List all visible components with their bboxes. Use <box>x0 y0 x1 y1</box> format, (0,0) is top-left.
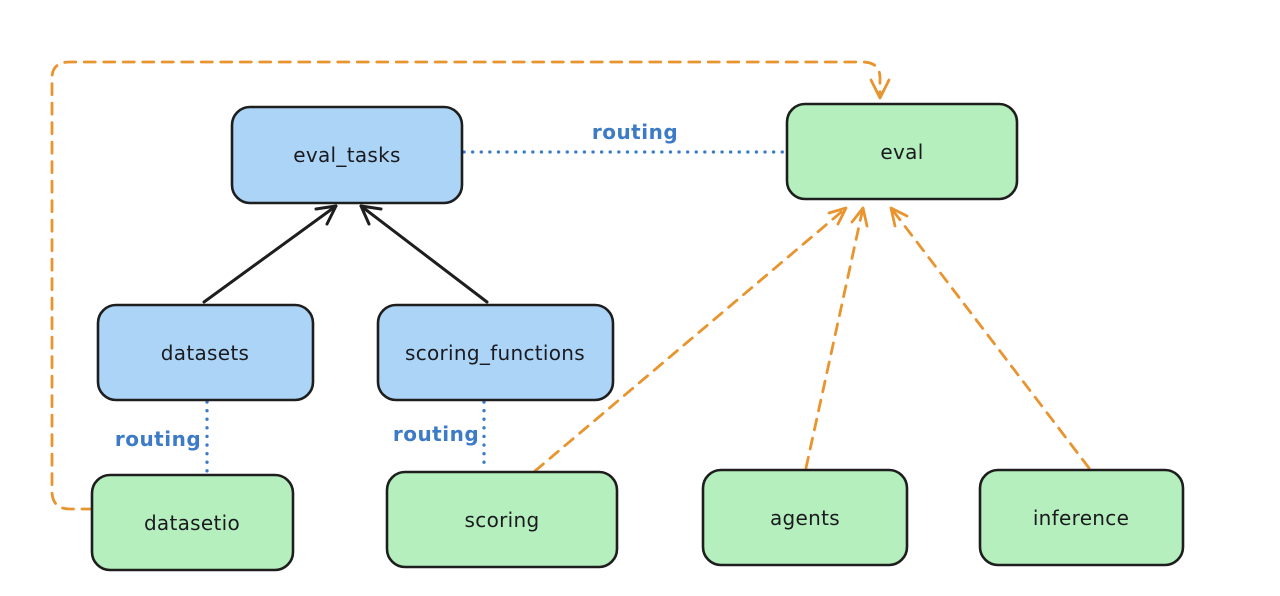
node-eval-tasks: eval_tasks <box>230 105 464 205</box>
arrowhead-scoring-functions-to-eval-tasks <box>359 204 383 226</box>
node-datasetio-label: datasetio <box>144 511 240 535</box>
edge-inference-to-eval <box>889 206 1091 470</box>
node-scoring-functions-label: scoring_functions <box>405 341 585 365</box>
arrowhead-inference-to-eval <box>889 206 909 228</box>
node-datasets-shape <box>96 303 315 402</box>
node-eval-label: eval <box>880 140 923 164</box>
node-scoring-functions: scoring_functions <box>376 303 615 402</box>
routing-label-datasets-datasetio: routing <box>115 427 201 451</box>
node-agents-shape <box>701 468 909 567</box>
node-eval-tasks-label: eval_tasks <box>293 143 400 167</box>
edge-scoring-to-eval <box>533 206 848 473</box>
node-scoring: scoring <box>385 470 619 569</box>
node-agents: agents <box>701 468 909 567</box>
routing-label-scoring-functions-scoring: routing <box>393 422 479 446</box>
edge-datasets-to-eval-tasks <box>202 204 338 304</box>
routing-label-eval-tasks-eval: routing <box>592 120 678 144</box>
node-datasets-label: datasets <box>161 341 249 365</box>
node-agents-label: agents <box>770 506 840 530</box>
node-datasetio-shape <box>90 473 295 572</box>
node-eval-tasks-shape <box>230 105 464 205</box>
node-scoring-functions-shape <box>376 303 615 402</box>
edge-labels-layer: routing routing routing <box>115 120 678 451</box>
arrowhead-agents-to-eval <box>850 206 869 228</box>
nodes-layer: eval_tasks eval datasets scoring_functio… <box>90 102 1185 572</box>
edge-agents-to-eval <box>804 206 865 470</box>
node-scoring-label: scoring <box>465 508 540 532</box>
node-eval-shape <box>785 102 1019 201</box>
arrowhead-datasetio-to-eval <box>869 78 891 100</box>
node-scoring-shape <box>385 470 619 569</box>
arrowhead-scoring-to-eval <box>827 206 848 226</box>
edges-layer <box>50 60 1091 511</box>
edge-datasetio-to-eval <box>50 60 882 511</box>
edge-scoring-functions-to-eval-tasks <box>359 204 489 304</box>
node-eval: eval <box>785 102 1019 201</box>
node-inference-label: inference <box>1033 506 1129 530</box>
arrowhead-datasets-to-eval-tasks <box>314 204 338 226</box>
node-inference: inference <box>978 468 1185 567</box>
node-datasetio: datasetio <box>90 473 295 572</box>
node-datasets: datasets <box>96 303 315 402</box>
node-inference-shape <box>978 468 1185 567</box>
